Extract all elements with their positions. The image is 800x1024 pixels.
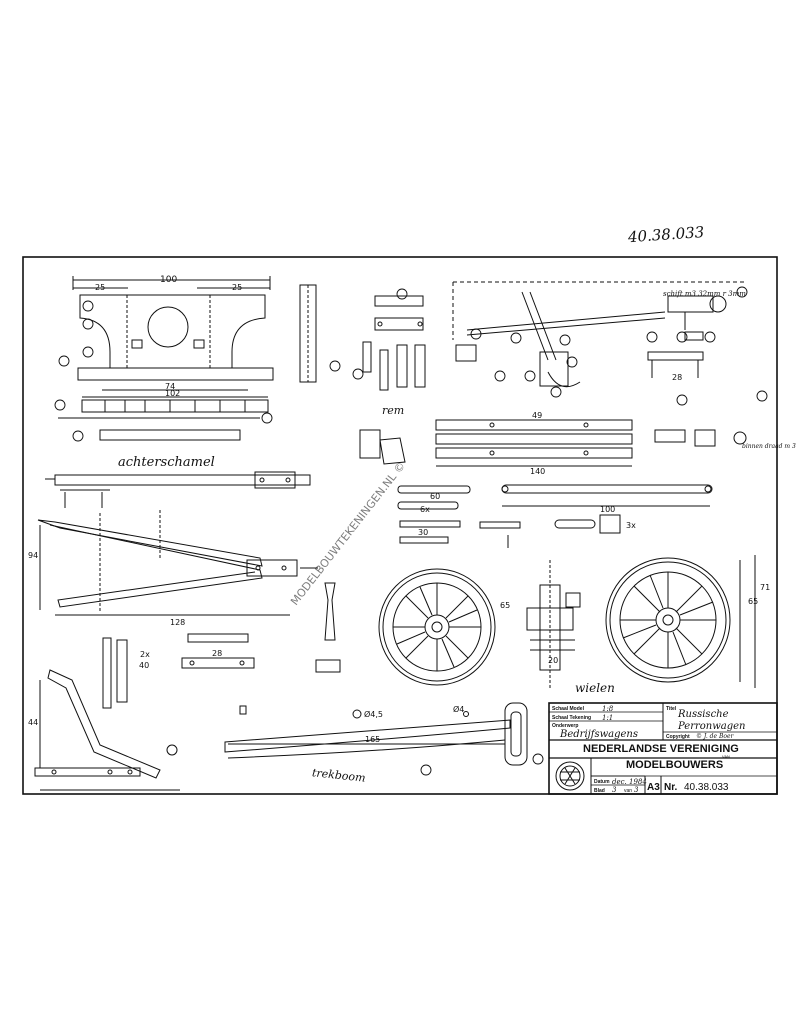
part-small-plates [181, 582, 341, 673]
tb-blad-label: Blad [594, 788, 605, 794]
part-drawbar [224, 702, 528, 766]
tb-copyright-label: Copyright [666, 734, 690, 740]
part-bolster-front-view [58, 276, 317, 441]
dim-49: 49 [532, 411, 542, 420]
dim-65-right: 65 [748, 597, 758, 606]
tb-van-value: 3 [634, 786, 639, 794]
title-block [548, 702, 778, 795]
part-brake-linkage [362, 281, 745, 391]
part-wheel-hub-section [526, 560, 581, 690]
dim-140: 140 [530, 467, 545, 476]
label-rem: rem [382, 404, 404, 417]
part-wheel-left [378, 568, 496, 686]
tb-onderwerp-label: Onderwerp [552, 723, 578, 729]
tb-titel-line2: Perronwagen [677, 721, 746, 732]
dim-44: 44 [28, 718, 38, 727]
dim-28-right: 28 [672, 373, 682, 382]
tb-onderwerp-value: Bedrijfswagens [559, 729, 638, 740]
tb-schaal-model-value: 1:8 [602, 705, 614, 713]
tb-schaal-tekening-value: 1:1 [602, 714, 613, 722]
part-step-bracket [34, 637, 180, 791]
tb-schaal-model-label: Schaal Model [552, 706, 585, 712]
tb-org-van: VAN [722, 754, 730, 759]
part-number-drawbar-eye [532, 753, 544, 765]
tb-titel-line1: Russische [677, 709, 729, 720]
note-binnen: binnen draad m 3 [742, 443, 796, 450]
note-6x: 6x [420, 505, 430, 514]
dim-100-top: 100 [160, 275, 177, 285]
dim-20: 20 [548, 656, 558, 665]
label-achterschamel: achterschamel [118, 455, 215, 470]
tb-van-label: van [624, 788, 632, 794]
dim-25-left: 25 [95, 283, 105, 292]
sheet-border [22, 256, 778, 795]
dim-165: 165 [365, 735, 380, 744]
tb-org-line1: NEDERLANDSE VERENIGING [583, 743, 739, 755]
tb-titel-label: Titel [666, 706, 677, 712]
label-wielen: wielen [575, 681, 615, 695]
dim-phi4: Ø4 [453, 704, 464, 714]
dim-128: 128 [170, 618, 185, 627]
dim-71: 71 [760, 583, 770, 592]
tb-copyright-value: © J. de Boer [696, 733, 735, 740]
part-wheel-right [605, 555, 756, 688]
dim-phi45: Ø4,5 [364, 709, 383, 719]
part-rear-bolster [45, 471, 311, 508]
dim-65-left: 65 [500, 601, 510, 610]
dim-74: 74 [165, 382, 175, 391]
tb-blad-value: 3 [612, 786, 617, 794]
part-number-callouts-left [54, 300, 341, 442]
note-2x-a: 2x [140, 650, 150, 659]
nvm-logo [555, 761, 585, 791]
dim-28: 28 [212, 649, 222, 658]
dim-60: 60 [430, 492, 440, 501]
watermark: MODELBOUWTEKENINGEN.NL © [288, 459, 408, 607]
note-shift: schift m3 32mm r 3mm [663, 290, 746, 298]
dim-94: 94 [28, 551, 38, 560]
tb-datum-value: dec. 1984 [612, 778, 647, 786]
tb-nr-label: Nr. [664, 782, 678, 793]
tb-schaal-tekening-label: Schaal Tekening [552, 715, 591, 721]
handwritten-reference: 40.38.033 [626, 223, 704, 246]
tb-nr-value: 40.38.033 [684, 782, 729, 793]
part-brake-beam [359, 419, 747, 467]
dim-25-right: 25 [232, 283, 242, 292]
dim-102: 102 [165, 389, 180, 398]
tb-org-line2: MODELBOUWERS [626, 759, 723, 771]
dim-100-rod: 100 [600, 505, 615, 514]
note-3x: 3x [626, 521, 636, 530]
dim-40: 40 [139, 661, 149, 670]
part-number-callouts-top [352, 286, 768, 406]
tb-format: A3 [647, 782, 660, 793]
label-trekboom: trekboom [311, 766, 366, 785]
part-rods [397, 484, 713, 548]
dim-30: 30 [418, 528, 428, 537]
part-number-drawbar [420, 764, 432, 776]
part-rear-hounds [37, 510, 318, 616]
tb-datum-label: Datum [594, 779, 610, 785]
